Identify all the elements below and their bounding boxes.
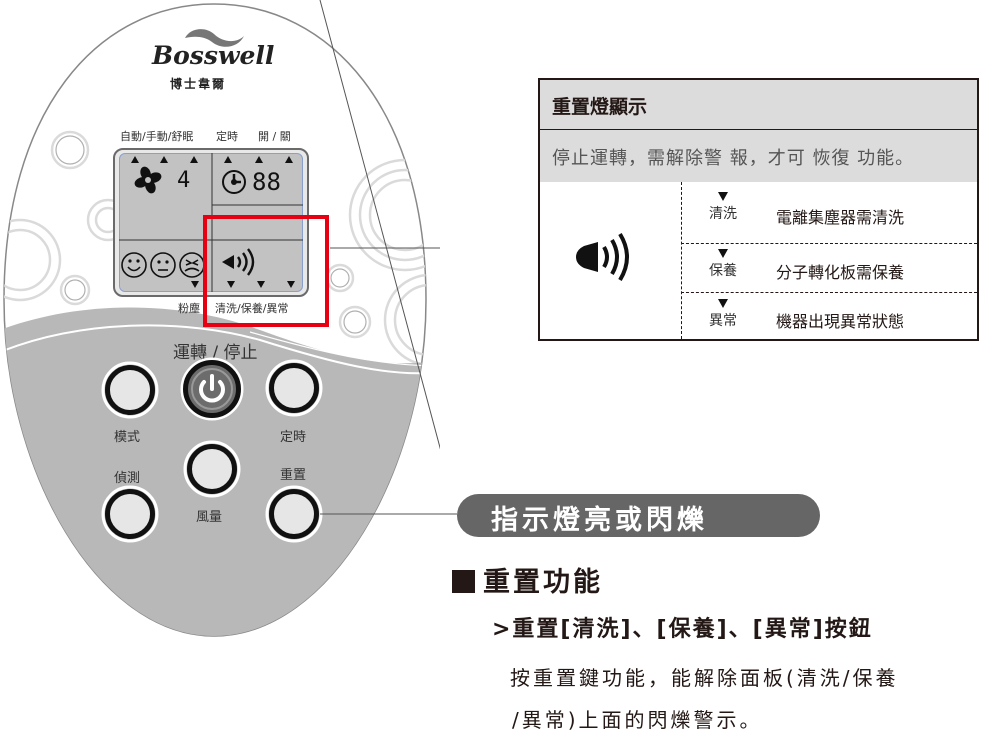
square-bullet-icon bbox=[452, 570, 475, 593]
lcd-label-timer: 定時 bbox=[216, 130, 238, 143]
timer-display: 88 bbox=[252, 168, 281, 196]
air-quality-faces bbox=[121, 252, 205, 278]
fan-speed-display: 4 bbox=[177, 168, 191, 193]
indicator-on bbox=[255, 156, 263, 163]
indicator-manual bbox=[160, 156, 168, 163]
down-triangle-icon bbox=[718, 249, 728, 258]
body-text-line-2: /異常)上面的閃爍警示。 bbox=[512, 708, 763, 732]
dashed-divider bbox=[681, 292, 977, 293]
mode-button[interactable] bbox=[105, 365, 155, 415]
brand-logo-cn: 博士韋爾 bbox=[170, 77, 227, 91]
table-subtitle: 停止運轉，需解除警 報，才可 恢復 功能。 bbox=[552, 148, 915, 169]
table-header: 重置燈顯示 bbox=[540, 80, 977, 130]
detect-button-label: 偵測 bbox=[114, 471, 141, 486]
reset-button-label: 重置 bbox=[280, 468, 307, 483]
timer-button[interactable] bbox=[269, 363, 319, 413]
indicator-dust bbox=[191, 281, 199, 288]
fan-speed-button[interactable] bbox=[187, 444, 237, 494]
table-title: 重置燈顯示 bbox=[552, 96, 648, 118]
table-row-tag: 保養 bbox=[703, 249, 743, 280]
reset-light-table: 重置燈顯示 停止運轉，需解除警 報，才可 恢復 功能。 清洗 電離集塵器需清洗 … bbox=[538, 78, 979, 341]
indicator-auto bbox=[131, 156, 139, 163]
reset-button[interactable] bbox=[269, 489, 319, 539]
speaker-alert-icon bbox=[222, 248, 255, 276]
lcd-label-reset-status: 清洗/保養/異常 bbox=[215, 302, 289, 315]
indicator-pill-label: 指示燈亮或閃爍 bbox=[457, 494, 820, 537]
indicator-clean bbox=[227, 281, 235, 288]
table-subtitle-row: 停止運轉，需解除警 報，才可 恢復 功能。 bbox=[540, 130, 977, 182]
body-text-line-1: 按重置鍵功能，能解除面板(清洗/保養 bbox=[510, 666, 899, 690]
indicator-timer bbox=[224, 156, 232, 163]
lcd-dividers bbox=[119, 153, 303, 292]
indicator-off bbox=[285, 156, 293, 163]
fan-speed-button-label: 風量 bbox=[196, 510, 223, 525]
timer-button-label: 定時 bbox=[280, 430, 307, 445]
fan-icon bbox=[134, 166, 162, 194]
lcd-label-dust: 粉塵 bbox=[178, 302, 200, 315]
highlight-box bbox=[203, 215, 329, 327]
speaker-alert-icon bbox=[576, 232, 629, 282]
table-row-tag: 異常 bbox=[703, 299, 743, 330]
dashed-divider bbox=[681, 243, 977, 244]
table-row-desc: 電離集塵器需清洗 bbox=[776, 208, 905, 227]
table-row-desc: 分子轉化板需保養 bbox=[776, 263, 905, 282]
section-title: 重置功能 bbox=[452, 560, 603, 599]
power-button[interactable] bbox=[183, 360, 241, 418]
down-triangle-icon bbox=[718, 192, 728, 201]
power-icon bbox=[191, 368, 233, 410]
sub-heading: >重置[清洗]、[保養]、[異常]按鈕 bbox=[492, 617, 873, 642]
lcd-label-mode: 自動/手動/舒眠 bbox=[120, 130, 194, 143]
logo-swirl bbox=[185, 29, 244, 47]
detect-button[interactable] bbox=[105, 489, 155, 539]
table-row-tag: 清洗 bbox=[703, 192, 743, 223]
table-body: 清洗 電離集塵器需清洗 保養 分子轉化板需保養 異常 機器出現異常狀態 bbox=[540, 182, 977, 339]
indicator-error bbox=[287, 281, 295, 288]
indicator-sleep bbox=[190, 156, 198, 163]
indicator-maintain bbox=[257, 281, 265, 288]
clock-icon bbox=[222, 170, 246, 194]
lcd-label-on-off: 開 / 關 bbox=[258, 130, 291, 143]
dashed-divider-vertical bbox=[681, 182, 682, 339]
down-triangle-icon bbox=[718, 299, 728, 308]
remote-control-panel: Bosswell 博士韋爾 自動/手動/舒眠 定時 開 / 關 4 88 bbox=[0, 0, 440, 640]
brand-logo-en: Bosswell bbox=[152, 41, 275, 70]
mode-button-label: 模式 bbox=[114, 430, 141, 445]
table-row-desc: 機器出現異常狀態 bbox=[776, 312, 905, 331]
